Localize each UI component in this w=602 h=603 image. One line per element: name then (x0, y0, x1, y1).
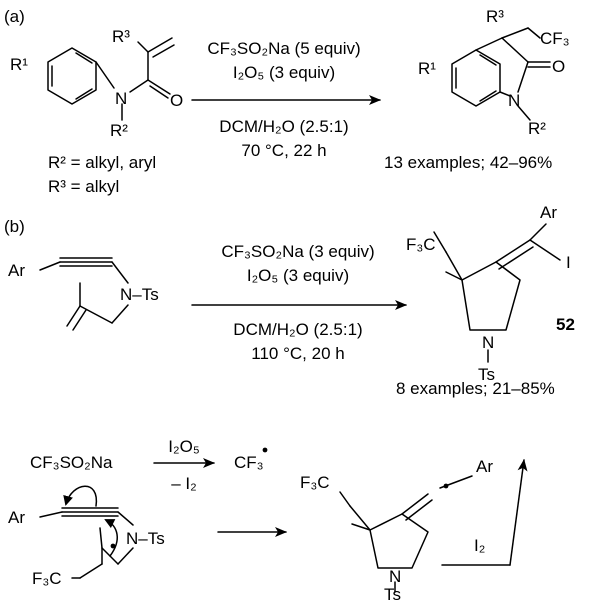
atom-ar: Ar (8, 261, 25, 280)
product-atom-ts: Ts (478, 365, 495, 384)
electron-push-arrow-2 (104, 519, 118, 557)
panel-a-reagent-1: CF₃SO₂Na (5 equiv) (207, 39, 360, 58)
atom-r2: R² (110, 121, 128, 140)
product-atom-r3: R³ (486, 7, 504, 26)
product-atom-r2: R² (528, 119, 546, 138)
compound-number: 52 (556, 315, 575, 334)
intermediate-atom-ar: Ar (476, 457, 493, 476)
panel-b-solvent: DCM/H₂O (2.5:1) (233, 320, 362, 339)
radical-dot (262, 447, 268, 453)
product-atom-ar: Ar (540, 203, 557, 222)
atom-n: N (115, 89, 127, 108)
mechanism-atom-f3c: F₃C (32, 569, 62, 588)
product-atom-r1: R¹ (418, 59, 436, 78)
product-atom-cf3: CF₃ (540, 29, 570, 48)
mechanism-start-reagent: CF₃SO₂Na (30, 453, 113, 472)
mechanism-atom-n-ts: N–Ts (126, 529, 165, 548)
atom-n-ts: N–Ts (120, 285, 159, 304)
panel-b-substrate-bonds (39, 257, 129, 331)
mechanism-oxidant: I₂O₅ (168, 437, 199, 456)
panel-a-scope: 13 examples; 42–96% (384, 153, 552, 172)
panel-a-label: (a) (4, 7, 25, 26)
panel-a-reagent-2: I₂O₅ (3 equiv) (233, 63, 335, 82)
product-atom-f3c: F₃C (406, 235, 436, 254)
intermediate-atom-ts: Ts (384, 585, 401, 603)
panel-b-product-bonds (433, 223, 561, 363)
panel-b-conditions: 110 °C, 20 h (251, 344, 344, 363)
atom-o: O (170, 91, 183, 110)
radical-dot (443, 483, 449, 489)
panel-a-substrate-bonds (47, 37, 175, 121)
panel-a-solvent: DCM/H₂O (2.5:1) (219, 117, 348, 136)
radical-dot (110, 543, 116, 549)
atom-r3: R³ (112, 27, 130, 46)
mechanism-radical: CF₃ (234, 453, 264, 472)
product-atom-i: I (566, 253, 571, 272)
mechanism-iodine: I₂ (474, 536, 485, 555)
mechanism-vinyl-radical-bonds (339, 475, 473, 593)
product-atom-n: N (508, 91, 520, 110)
panel-a-conditions: 70 °C, 22 h (241, 141, 326, 160)
intermediate-atom-f3c: F₃C (300, 473, 330, 492)
electron-push-arrow-1 (63, 485, 97, 507)
product-atom-o: O (552, 57, 565, 76)
panel-b-reagent-2: I₂O₅ (3 equiv) (247, 266, 349, 285)
panel-a-r3-definition: R³ = alkyl (48, 177, 119, 196)
panel-a-r2-definition: R² = alkyl, aryl (48, 153, 156, 172)
mechanism-byproduct: – I₂ (171, 474, 197, 493)
mechanism-iodine-arrow (509, 459, 528, 566)
mechanism-atom-ar: Ar (8, 508, 25, 527)
intermediate-atom-n: N (389, 567, 401, 586)
panel-b-scope: 8 examples; 21–85% (396, 379, 555, 398)
panel-a-product-bonds (451, 27, 551, 121)
atom-r1: R¹ (10, 55, 28, 74)
panel-b-label: (b) (4, 217, 25, 236)
product-atom-n: N (482, 333, 494, 352)
panel-b-reagent-1: CF₃SO₂Na (3 equiv) (221, 242, 374, 261)
mechanism-radical-substrate-bonds (39, 507, 134, 579)
